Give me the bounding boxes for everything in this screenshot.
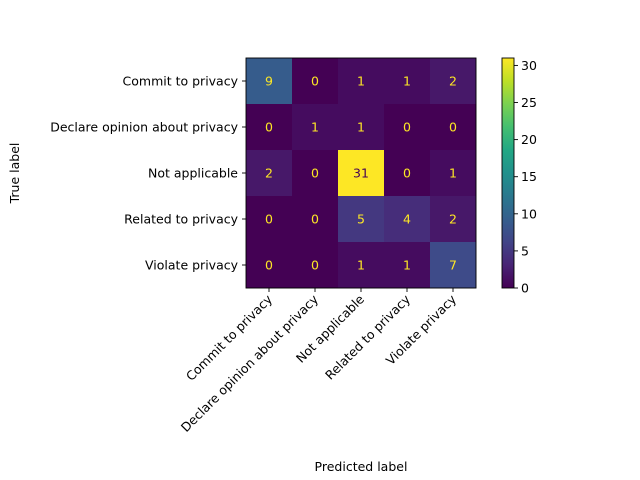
cell-value-label: 0 <box>403 166 411 181</box>
cell-value-label: 0 <box>311 212 319 227</box>
matrix-cell <box>338 150 385 197</box>
cell-value-label: 1 <box>357 258 365 273</box>
matrix-cell <box>384 242 431 289</box>
matrix-cell <box>246 58 293 105</box>
matrix-cell <box>430 104 477 151</box>
colorbar-tick-label: 10 <box>521 206 537 221</box>
colorbar-tick-label: 5 <box>521 243 529 258</box>
matrix-cell <box>246 150 293 197</box>
cell-value-label: 0 <box>403 120 411 135</box>
matrix-cell <box>292 242 339 289</box>
colorbar-tick-label: 20 <box>521 132 537 147</box>
matrix-cell <box>430 150 477 197</box>
matrix-cell <box>246 196 293 243</box>
cell-value-label: 2 <box>449 74 457 89</box>
cell-value-label: 1 <box>311 120 319 135</box>
matrix-cells: 9 0 1 1 2 0 1 1 0 0 2 0 31 0 1 0 0 5 4 2 0 0 1 1 7 <box>246 58 477 289</box>
cell-value-label: 0 <box>449 120 457 135</box>
cell-value-label: 4 <box>403 212 411 227</box>
colorbar-tick-label: 0 <box>521 281 529 296</box>
cell-value-label: 0 <box>311 74 319 89</box>
colorbar-tick-label: 15 <box>521 169 537 184</box>
matrix-cell <box>292 104 339 151</box>
cell-value-label: 1 <box>403 258 411 273</box>
matrix-cell <box>246 104 293 151</box>
cell-value-label: 0 <box>311 166 319 181</box>
cell-value-label: 0 <box>311 258 319 273</box>
cell-value-label: 2 <box>265 166 273 181</box>
cell-value-label: 0 <box>265 120 273 135</box>
matrix-cell <box>292 196 339 243</box>
y-tick-label: Commit to privacy <box>123 74 239 89</box>
colorbar <box>501 57 515 289</box>
matrix-cell <box>384 104 431 151</box>
cell-value-label: 9 <box>265 74 273 89</box>
matrix-cell <box>430 242 477 289</box>
matrix-cell <box>384 58 431 105</box>
colorbar-ticks: 0 5 10 15 20 25 30 <box>514 58 537 296</box>
matrix-cell <box>292 58 339 105</box>
y-tick-label: Declare opinion about privacy <box>50 120 238 135</box>
cell-value-label: 1 <box>357 120 365 135</box>
cell-value-label: 2 <box>449 212 457 227</box>
matrix-cell <box>430 196 477 243</box>
cell-value-label: 0 <box>265 212 273 227</box>
cell-value-label: 7 <box>449 258 457 273</box>
cell-value-label: 5 <box>357 212 365 227</box>
matrix-cell <box>384 150 431 197</box>
cell-value-label: 0 <box>265 258 273 273</box>
colorbar-tick-label: 25 <box>521 95 537 110</box>
matrix-cell <box>430 58 477 105</box>
x-tick-label: Commit to privacy <box>183 291 276 384</box>
cell-value-label: 1 <box>403 74 411 89</box>
x-tick-label: Related to privacy <box>322 291 414 383</box>
cell-value-label: 1 <box>449 166 457 181</box>
matrix-cell <box>338 196 385 243</box>
x-axis-label: Predicted label <box>315 459 408 474</box>
matrix-cell <box>246 242 293 289</box>
matrix-cell <box>338 242 385 289</box>
y-tick-label: Violate privacy <box>145 258 239 273</box>
y-tick-label: Related to privacy <box>124 212 238 227</box>
matrix-cell <box>292 150 339 197</box>
matrix-cell <box>338 58 385 105</box>
colorbar-tick-label: 30 <box>521 58 537 73</box>
cell-value-label: 1 <box>357 74 365 89</box>
y-tick-label: Not applicable <box>148 166 238 181</box>
y-axis-label: True label <box>7 143 22 205</box>
matrix-cell <box>384 196 431 243</box>
cell-value-label: 31 <box>353 166 369 181</box>
matrix-cell <box>338 104 385 151</box>
